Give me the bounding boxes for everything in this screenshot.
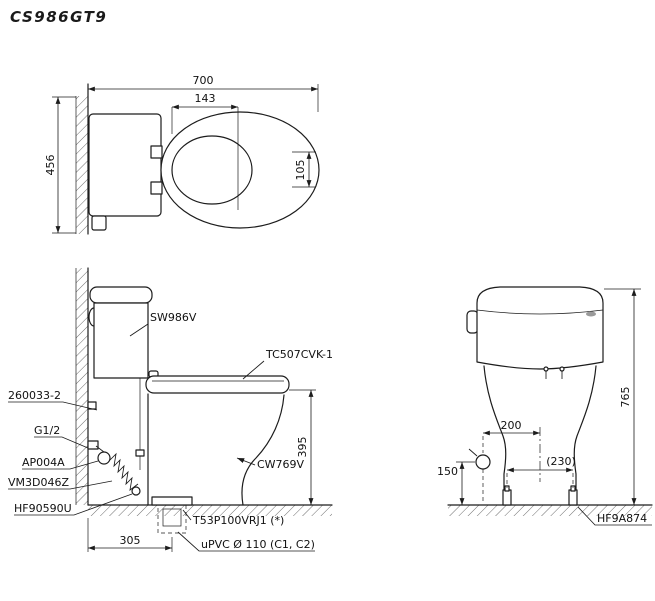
front-stop-valve xyxy=(475,454,491,470)
drawing-title: CS986GT9 xyxy=(10,8,107,26)
front-floor-bolt-right xyxy=(568,489,578,506)
front-bolt-cap-left xyxy=(504,485,510,492)
side-drain-inner xyxy=(162,508,182,527)
front-bowl-left xyxy=(483,365,507,506)
top-view: 700 143 456 105 xyxy=(44,74,320,235)
front-view: 200 (230) 150 765 HF9A874 xyxy=(437,286,653,526)
label-260033-2: 260033-2 xyxy=(8,389,61,402)
top-supply-detail xyxy=(91,215,107,231)
dim-105: 105 xyxy=(294,160,307,181)
side-seat-cover xyxy=(145,375,290,394)
side-floor-hatch xyxy=(88,505,332,516)
dim-150: 150 xyxy=(437,465,458,478)
front-floor-bolt-left xyxy=(502,489,512,506)
front-hinge-bolt-right xyxy=(559,366,565,372)
top-hinge-right xyxy=(150,181,163,195)
side-tank-body xyxy=(93,302,149,379)
side-hose-connector xyxy=(131,486,141,496)
side-tank-lid xyxy=(89,286,153,304)
front-bowl-right xyxy=(573,365,597,506)
label-tc507cvk-1: TC507CVK-1 xyxy=(265,348,333,361)
top-wall-hatch xyxy=(76,96,88,234)
label-cw769v: CW769V xyxy=(257,458,305,471)
dim-230: (230) xyxy=(546,455,576,468)
side-wall-hatch xyxy=(76,268,88,505)
top-hinge-left xyxy=(150,145,163,159)
dim-765: 765 xyxy=(619,387,632,408)
front-tank-lid-seam xyxy=(476,309,604,315)
side-supply-stub xyxy=(87,440,99,450)
front-logo-badge xyxy=(586,311,596,317)
front-tank xyxy=(476,286,604,370)
side-flex-hose xyxy=(109,452,139,491)
side-stop-valve xyxy=(97,451,111,465)
front-flush-lever xyxy=(466,310,479,334)
label-t53p100vrj1: T53P100VRJ1 (*) xyxy=(192,514,284,527)
top-seat-opening xyxy=(171,135,253,205)
dim-200: 200 xyxy=(501,419,522,432)
side-tank-inlet xyxy=(135,449,145,457)
dim-700: 700 xyxy=(193,74,214,87)
side-bowl-profile xyxy=(147,393,285,506)
top-lid xyxy=(160,111,320,229)
dim-305: 305 xyxy=(120,534,141,547)
side-drain-pipe xyxy=(157,504,187,534)
side-flange xyxy=(151,496,193,506)
label-g12: G1/2 xyxy=(34,424,60,437)
label-sw986v: SW986V xyxy=(150,311,197,324)
label-hf9a874: HF9A874 xyxy=(597,512,647,525)
dim-395: 395 xyxy=(296,437,309,458)
label-ap004a: AP004A xyxy=(22,456,65,469)
side-view: SW986V TC507CVK-1 260033-2 G1/2 AP004A V… xyxy=(8,267,333,552)
front-bolt-cap-right xyxy=(570,485,576,492)
label-upvc-pipe: uPVC Ø 110 (C1, C2) xyxy=(201,538,315,551)
front-floor-hatch xyxy=(448,505,652,516)
top-tank xyxy=(88,113,162,217)
label-hf90590u: HF90590U xyxy=(14,502,72,515)
dim-456: 456 xyxy=(44,155,57,176)
label-vm3d046z: VM3D046Z xyxy=(8,476,69,489)
dim-143: 143 xyxy=(195,92,216,105)
front-hinge-bolt-left xyxy=(543,366,549,372)
